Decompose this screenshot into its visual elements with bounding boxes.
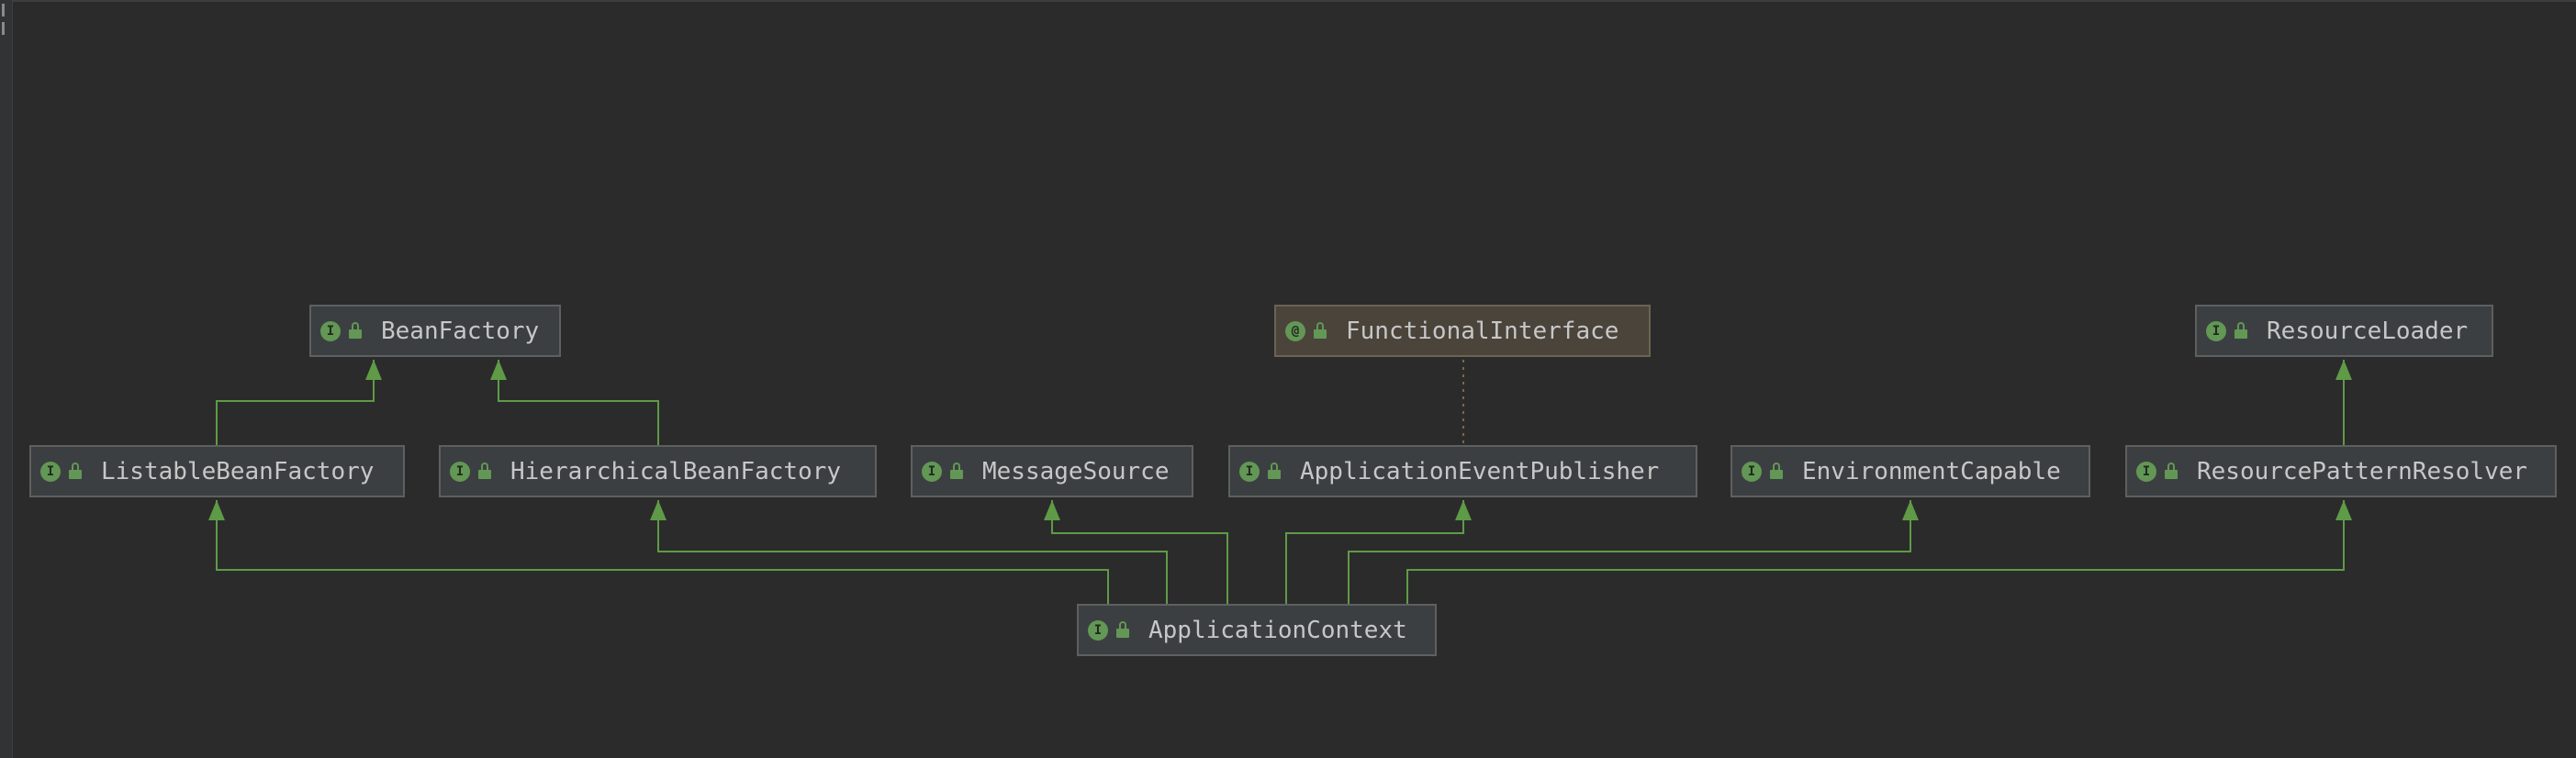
lock-icon <box>477 462 494 481</box>
edge-context-to-environment <box>1348 500 1919 604</box>
edge-context-to-messagesource <box>1044 500 1228 604</box>
lock-icon <box>68 462 84 481</box>
node-bean-factory[interactable]: I BeanFactory <box>309 305 561 357</box>
node-label: ResourcePatternResolver <box>2197 457 2528 485</box>
lock-icon <box>1313 321 1329 340</box>
node-label: FunctionalInterface <box>1346 317 1619 345</box>
interface-icon: I <box>1088 619 1108 641</box>
node-message-source[interactable]: I MessageSource <box>911 445 1193 497</box>
node-resource-pattern-resolver[interactable]: I ResourcePatternResolver <box>2125 445 2557 497</box>
node-label: HierarchicalBeanFactory <box>510 457 842 485</box>
interface-icon: I <box>320 320 341 341</box>
interface-icon: I <box>922 461 942 482</box>
lock-icon <box>2164 462 2180 481</box>
node-application-context[interactable]: I ApplicationContext <box>1077 604 1437 656</box>
edge-resourcepattern-to-resourceloader <box>2335 360 2352 445</box>
lock-icon <box>1115 620 1132 640</box>
lock-icon <box>1267 462 1283 481</box>
node-label: BeanFactory <box>381 317 540 345</box>
interface-icon: I <box>2206 320 2226 341</box>
annotation-icon: @ <box>1285 320 1305 341</box>
interface-icon: I <box>2136 461 2156 482</box>
edge-hierarchical-to-beanfactory <box>490 360 659 445</box>
top-border <box>0 0 2576 2</box>
node-label: ListableBeanFactory <box>101 457 375 485</box>
node-listable-bean-factory[interactable]: I ListableBeanFactory <box>29 445 405 497</box>
node-functional-interface[interactable]: @ FunctionalInterface <box>1274 305 1651 357</box>
node-label: ApplicationContext <box>1148 616 1407 644</box>
node-label: ApplicationEventPublisher <box>1300 457 1660 485</box>
gutter-marker <box>2 4 5 17</box>
lock-icon <box>949 462 966 481</box>
node-label: MessageSource <box>982 457 1170 485</box>
left-gutter <box>0 0 13 758</box>
edge-listable-to-beanfactory <box>216 360 382 445</box>
node-environment-capable[interactable]: I EnvironmentCapable <box>1730 445 2090 497</box>
lock-icon <box>2234 321 2250 340</box>
interface-icon: I <box>450 461 470 482</box>
node-application-event-publisher[interactable]: I ApplicationEventPublisher <box>1228 445 1697 497</box>
node-label: EnvironmentCapable <box>1802 457 2061 485</box>
edge-context-to-listable <box>208 500 1109 604</box>
node-resource-loader[interactable]: I ResourceLoader <box>2195 305 2493 357</box>
lock-icon <box>348 321 364 340</box>
edge-context-to-publisher <box>1285 500 1472 604</box>
node-hierarchical-bean-factory[interactable]: I HierarchicalBeanFactory <box>439 445 877 497</box>
interface-icon: I <box>1742 461 1762 482</box>
interface-icon: I <box>40 461 61 482</box>
node-label: ResourceLoader <box>2267 317 2469 345</box>
gutter-marker <box>2 22 5 35</box>
lock-icon <box>1769 462 1786 481</box>
edge-context-to-resourcepattern <box>1406 500 2352 604</box>
edge-context-to-hierarchical <box>650 500 1168 604</box>
interface-icon: I <box>1239 461 1260 482</box>
